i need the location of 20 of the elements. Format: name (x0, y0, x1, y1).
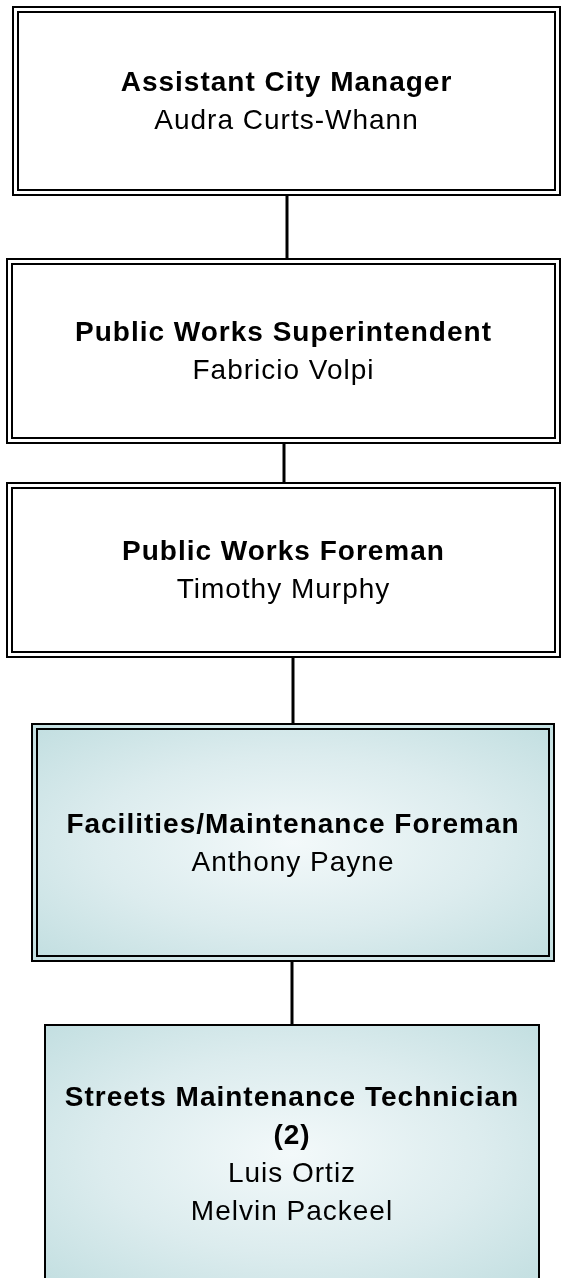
position-box (6, 482, 561, 658)
connector-line (291, 658, 295, 723)
job-title: Assistant City Manager (120, 65, 453, 99)
position-box (6, 258, 561, 444)
employee-name: Anthony Payne (191, 844, 395, 879)
employee-name: Luis Ortiz (227, 1156, 357, 1190)
connector-line (285, 196, 289, 258)
job-title: Public Works Superintendent (75, 315, 492, 349)
job-title: Streets Maintenance Technician (2) (63, 1080, 521, 1152)
employee-name: Audra Curts-Whann (154, 103, 419, 137)
connector-line (290, 962, 294, 1024)
connector-line (282, 444, 286, 482)
position-box (44, 1024, 540, 1278)
job-title: Facilities/Maintenance Foreman (66, 806, 520, 841)
position-box (31, 723, 555, 962)
employee-name: Fabricio Volpi (192, 353, 375, 387)
job-title: Public Works Foreman (122, 534, 445, 568)
employee-name: Melvin Packeel (190, 1194, 394, 1228)
employee-name: Timothy Murphy (176, 572, 391, 606)
position-box (12, 6, 561, 196)
